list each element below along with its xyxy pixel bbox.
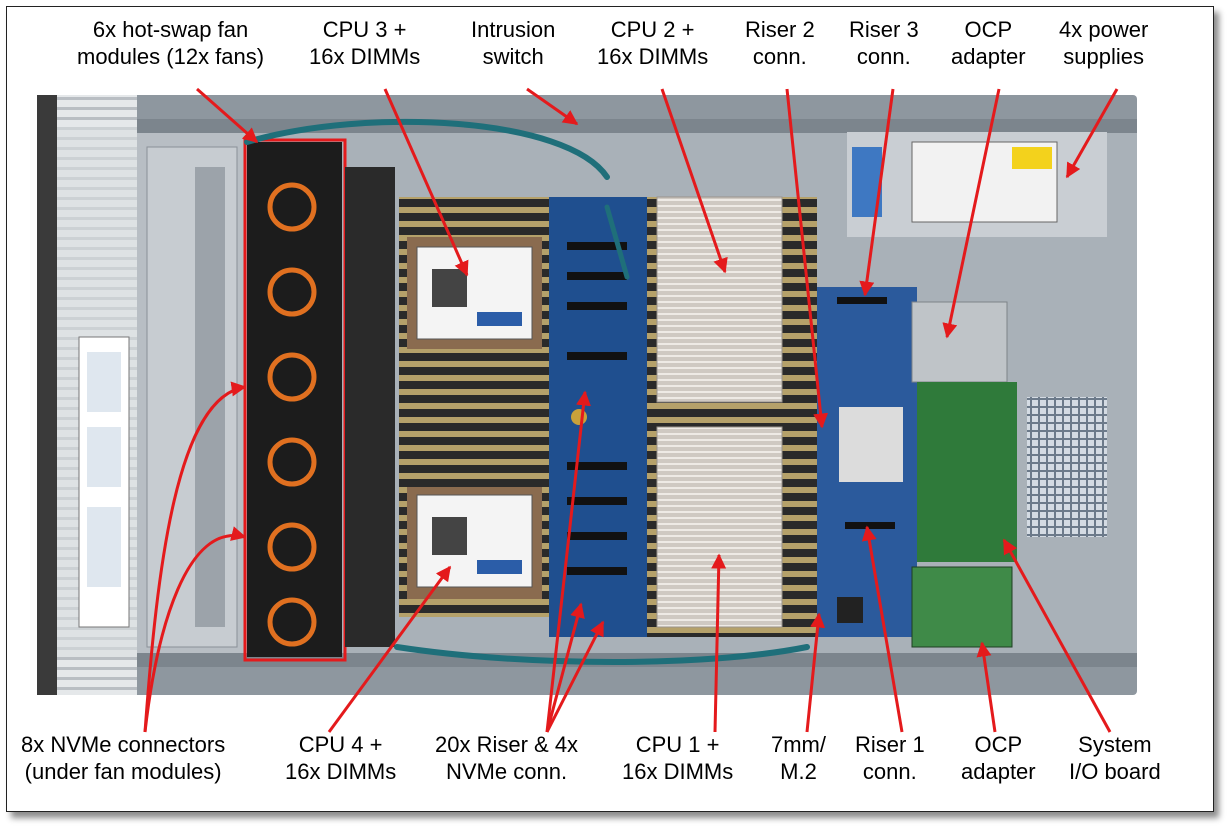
fan-modules	[243, 138, 347, 662]
label-cpu1: CPU 1 + 16x DIMMs	[622, 731, 733, 785]
label-riser3: Riser 3 conn.	[849, 16, 919, 70]
label-intrusion-line1: Intrusion	[471, 17, 556, 42]
label-riser-nvme-line2: NVMe conn.	[446, 759, 568, 784]
arrow-cpu1	[711, 553, 727, 733]
label-cpu4: CPU 4 + 16x DIMMs	[285, 731, 396, 785]
label-fan-modules: 6x hot-swap fan modules (12x fans)	[77, 16, 264, 70]
label-cpu1-line1: CPU 1 +	[635, 732, 720, 757]
front-bezel	[37, 95, 137, 695]
label-psu-line1: 4x power	[1059, 17, 1149, 42]
arrow-cpu2	[660, 88, 728, 274]
cpu3-heatsink	[407, 237, 542, 349]
ocp-adapter-top	[911, 301, 1008, 383]
label-riser-nvme-line1: 20x Riser & 4x	[435, 732, 579, 757]
label-psu-line2: supplies	[1063, 44, 1144, 69]
arrow-psu	[1065, 88, 1119, 179]
arrow-nvme-a	[143, 381, 247, 733]
arrow-ocp-bottom	[976, 641, 997, 733]
arrow-ocp-top	[942, 88, 1001, 339]
label-riser2: Riser 2 conn.	[745, 16, 815, 70]
label-ocp-bottom-line2: adapter	[961, 759, 1036, 784]
label-fan-modules-line2: modules (12x fans)	[77, 44, 265, 69]
arrow-riser-1	[545, 390, 591, 733]
label-ocp-top-line2: adapter	[951, 44, 1026, 69]
arrow-cpu4	[327, 565, 452, 733]
label-riser1: Riser 1 conn.	[855, 731, 925, 785]
annotation-arrows	[143, 87, 1119, 733]
label-cpu1-line2: 16x DIMMs	[622, 759, 734, 784]
label-cpu3-line2: 16x DIMMs	[309, 44, 421, 69]
fan-cage	[345, 167, 395, 647]
arrow-riser3	[859, 88, 895, 297]
arrow-nvme-b	[143, 526, 247, 733]
label-cpu4-line1: CPU 4 +	[298, 732, 383, 757]
ocp-adapter-bottom	[911, 566, 1013, 648]
figure-frame: 6x hot-swap fan modules (12x fans) CPU 3…	[6, 6, 1214, 812]
cpu4-heatsink	[407, 487, 542, 599]
label-nvme-connectors: 8x NVMe connectors (under fan modules)	[21, 731, 225, 785]
arrow-riser2	[785, 88, 829, 429]
system-io-board	[917, 382, 1017, 562]
label-cpu3-line1: CPU 3 +	[322, 17, 407, 42]
label-riser2-line2: conn.	[752, 44, 807, 69]
label-system-io-board: System I/O board	[1069, 731, 1161, 785]
arrow-cpu3	[383, 88, 469, 277]
label-cpu2-line2: 16x DIMMs	[597, 44, 709, 69]
label-riser2-line1: Riser 2	[745, 17, 815, 42]
arrow-sysio	[1002, 538, 1112, 733]
label-riser1-line2: conn.	[862, 759, 917, 784]
label-fan-modules-line1: 6x hot-swap fan	[92, 17, 249, 42]
label-intrusion-switch: Intrusion switch	[471, 16, 555, 70]
fan	[267, 182, 317, 647]
cables	[244, 118, 810, 665]
label-riser3-line1: Riser 3	[849, 17, 919, 42]
label-ocp-top-line1: OCP	[964, 17, 1013, 42]
label-riser1-line1: Riser 1	[855, 732, 925, 757]
label-power-supplies: 4x power supplies	[1059, 16, 1148, 70]
arrow-riser-3	[545, 620, 605, 733]
server-photo	[37, 87, 1137, 733]
label-cpu2: CPU 2 + 16x DIMMs	[597, 16, 708, 70]
label-ocp-adapter-bottom: OCP adapter	[961, 731, 1036, 785]
label-riser3-line2: conn.	[856, 44, 911, 69]
label-nvme-line1: 8x NVMe connectors	[21, 732, 226, 757]
label-ocp-adapter-top: OCP adapter	[951, 16, 1026, 70]
label-nvme-line2: (under fan modules)	[24, 759, 222, 784]
label-intrusion-line2: switch	[482, 44, 544, 69]
label-ocp-bottom-line1: OCP	[974, 732, 1023, 757]
label-m2: 7mm/ M.2	[771, 731, 826, 785]
label-sysio-line2: I/O board	[1069, 759, 1161, 784]
arrow-riser1	[861, 525, 904, 733]
label-cpu4-line2: 16x DIMMs	[285, 759, 397, 784]
label-riser-nvme-connectors: 20x Riser & 4x NVMe conn.	[435, 731, 578, 785]
label-m2-line2: M.2	[780, 759, 817, 784]
label-cpu3: CPU 3 + 16x DIMMs	[309, 16, 420, 70]
cpu2-heatsink	[656, 196, 783, 403]
rear-grille	[1027, 397, 1107, 537]
arrow-intrusion	[526, 87, 579, 126]
label-sysio-line1: System	[1078, 732, 1152, 757]
label-cpu2-line1: CPU 2 +	[610, 17, 695, 42]
arrow-riser-2	[545, 602, 585, 733]
system-board	[817, 287, 917, 637]
label-m2-line1: 7mm/	[771, 732, 826, 757]
arrow-fans	[196, 87, 259, 144]
arrow-m2	[805, 612, 826, 733]
